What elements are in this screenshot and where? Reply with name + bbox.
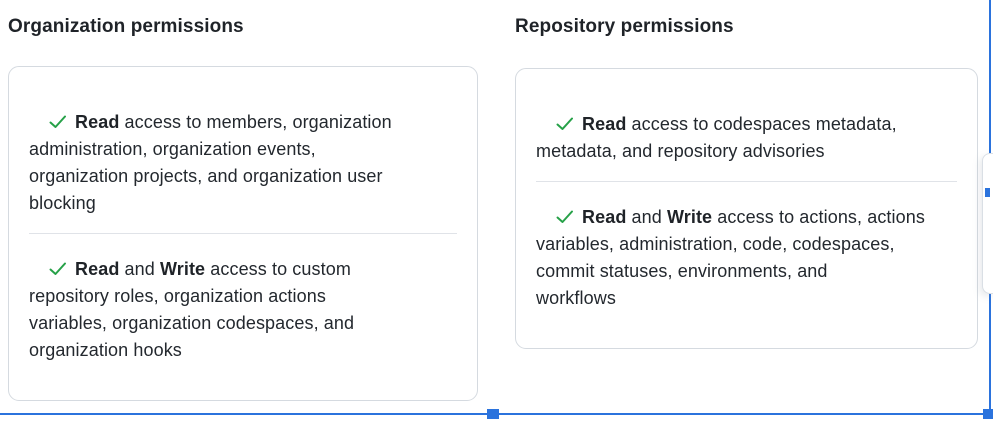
permission-item: Read and Write access to custom reposito… [9,234,477,380]
organization-permissions-card: Read access to members, organization adm… [8,66,478,401]
permission-level: Read [582,114,627,134]
item-divider [29,233,457,234]
permission-text: access to codespaces metadata, metadata,… [536,114,897,161]
selection-handle-bottom-right[interactable] [983,409,993,419]
side-flyout-panel[interactable] [982,153,993,294]
permission-text: access to custom repository roles, organ… [29,259,355,360]
check-icon [49,115,66,128]
organization-permissions-section: Organization permissions Read access to … [8,13,478,401]
permission-text: and [626,207,667,227]
permission-list: Read access to members, organization adm… [9,87,477,380]
organization-permissions-heading: Organization permissions [8,16,244,37]
permission-text: and [119,259,160,279]
permission-level: Write [666,207,713,227]
permission-list: Read access to codespaces metadata, meta… [516,89,977,328]
check-icon [49,262,66,275]
permission-item: Read access to members, organization adm… [9,87,477,233]
item-divider [536,181,957,182]
permission-text: access to members, organization administ… [29,112,392,213]
check-icon [556,210,573,223]
permission-level: Write [159,259,206,279]
permission-level: Read [75,259,120,279]
repository-permissions-section: Repository permissions Read access to co… [515,13,978,349]
repository-permissions-card: Read access to codespaces metadata, meta… [515,68,978,349]
permission-item: Read access to codespaces metadata, meta… [516,89,977,181]
selection-handle-bottom-center[interactable] [487,409,499,419]
repository-permissions-heading: Repository permissions [515,16,734,37]
check-icon [556,117,573,130]
permission-item: Read and Write access to actions, action… [516,182,977,328]
selection-handle-right-middle[interactable] [985,188,990,197]
permission-text: access to actions, actions variables, ad… [536,207,925,308]
permission-level: Read [75,112,120,132]
permission-level: Read [582,207,627,227]
